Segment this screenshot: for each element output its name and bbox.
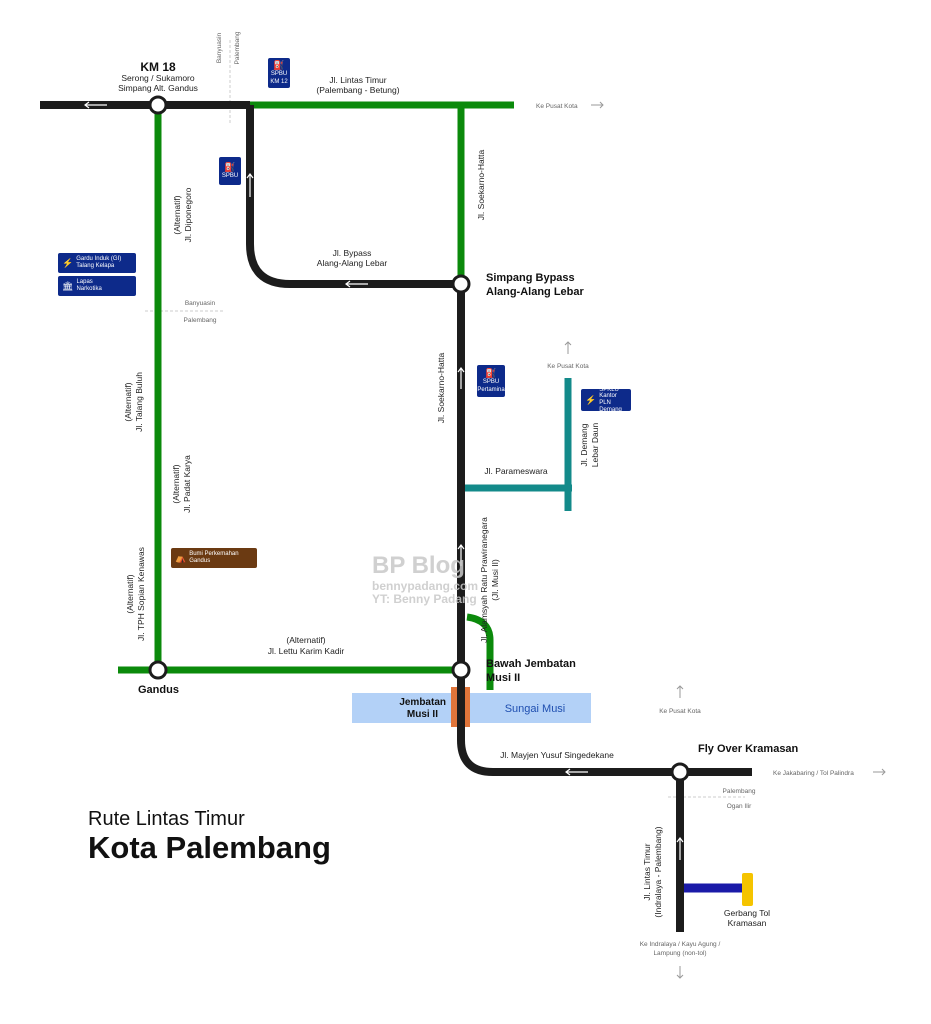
arrow-icon [84,101,107,109]
label-bridge-2: Musi II [407,709,438,720]
label-demang-2: Lebar Daun [590,423,600,468]
arrow-icon [873,768,886,776]
dest-indralaya-1: Ke Indralaya / Kayu Agung / [640,941,721,948]
road-main-bypass [246,105,461,288]
label-tph-sopian-1: (Alternatif) [125,574,135,613]
label-soekarno-upper: Jl. Soekarno-Hatta [476,150,486,221]
dest-pusat-kota-lower: Ke Pusat Kota [659,708,701,715]
arrow-icon [676,966,684,979]
arrow-icon [676,837,684,860]
node-fly-over [670,762,690,782]
node-km18 [148,95,168,115]
arrow-icon [565,768,588,776]
boundary-top-b: Palembang [234,31,241,64]
road-ramp-green [466,613,494,690]
label-lintas-timur-top-2: (Palembang - Betung) [316,85,399,95]
label-padat-karya-1: (Alternatif) [171,464,181,503]
label-talang-buluh-1: (Alternatif) [123,382,133,421]
label-padat-karya-2: Jl. Padat Karya [182,455,192,513]
dest-indralaya-2: Lampung (non-tol) [653,950,706,957]
boundary-top-a: Banyuasin [216,32,223,63]
boundary-left-b: Palembang [184,317,217,324]
label-soekarno-lower: Jl. Soekarno-Hatta [436,353,446,424]
dest-pusat-kota-top: Ke Pusat Kota [536,103,578,110]
arrow-icon [345,280,368,288]
boundary-bottom-a: Palembang [723,788,756,795]
label-talang-buluh-2: Jl. Talang Buluh [134,372,144,432]
river-sungai-musi [352,693,591,723]
label-lintas-timur-bottom-1: Jl. Lintas Timur [642,843,652,900]
node-gandus [148,660,168,680]
label-demang-1: Jl. Demang [579,423,589,466]
arrow-icon [457,544,465,566]
arrow-icon [457,367,465,389]
label-toll-2: Kramasan [728,918,767,928]
label-alamsyah-2: (Jl. Musi II) [490,559,500,601]
arrow-icon [591,101,604,109]
dest-jakabaring: Ke Jakabaring / Tol Palindra [773,770,854,777]
label-lettu-karim-1: (Alternatif) [286,635,325,645]
km18-sub2: Simpang Alt. Gandus [118,83,198,93]
boundary-bottom-b: Ogan Ilir [727,803,752,810]
label-mayjen-yusuf: Jl. Mayjen Yusuf Singedekane [500,750,614,760]
fly-over-label: Fly Over Kramasan [698,743,799,755]
label-sungai-musi: Sungai Musi [505,703,566,715]
label-lintas-timur-top-1: Jl. Lintas Timur [329,75,386,85]
label-alamsyah-1: Jl. Alamsyah Ratu Prawiranegara [479,517,489,643]
arrow-icon [676,685,684,698]
simpang-bypass-line2: Alang-Alang Lebar [486,286,585,298]
bawah-jembatan-line1: Bawah Jembatan [486,658,576,670]
label-parameswara: Jl. Parameswara [484,466,548,476]
bawah-jembatan-line2: Musi II [486,672,520,684]
dest-pusat-kota-mid: Ke Pusat Kota [547,363,589,370]
external-arrows [564,101,886,979]
gandus-label: Gandus [138,684,179,696]
km18-title: KM 18 [140,60,176,74]
label-bypass-2: Alang-Alang Lebar [317,258,388,268]
label-diponegoro-1: (Alternatif) [172,195,182,234]
label-bridge-1: Jembatan [399,697,446,708]
arrow-icon [246,173,254,197]
boundary-left-a: Banyuasin [185,300,216,307]
node-simpang-bypass [451,274,471,294]
toll-gate [742,873,753,906]
label-lettu-karim-2: Jl. Lettu Karim Kadir [268,646,345,656]
label-tph-sopian-2: Jl. TPH Sopian Kenawas [136,547,146,641]
label-toll-1: Gerbang Tol [724,908,770,918]
label-diponegoro-2: Jl. Diponegoro [183,187,193,242]
km18-sub1: Serong / Sukamoro [121,73,195,83]
road-main-mayjen [457,670,680,776]
road-arrows [84,101,684,860]
arrow-icon [564,341,572,354]
label-lintas-timur-bottom-2: (Indralaya - Palembang) [653,826,663,917]
node-bawah-jembatan [451,660,471,680]
label-bypass-1: Jl. Bypass [333,248,372,258]
simpang-bypass-line1: Simpang Bypass [486,272,575,284]
